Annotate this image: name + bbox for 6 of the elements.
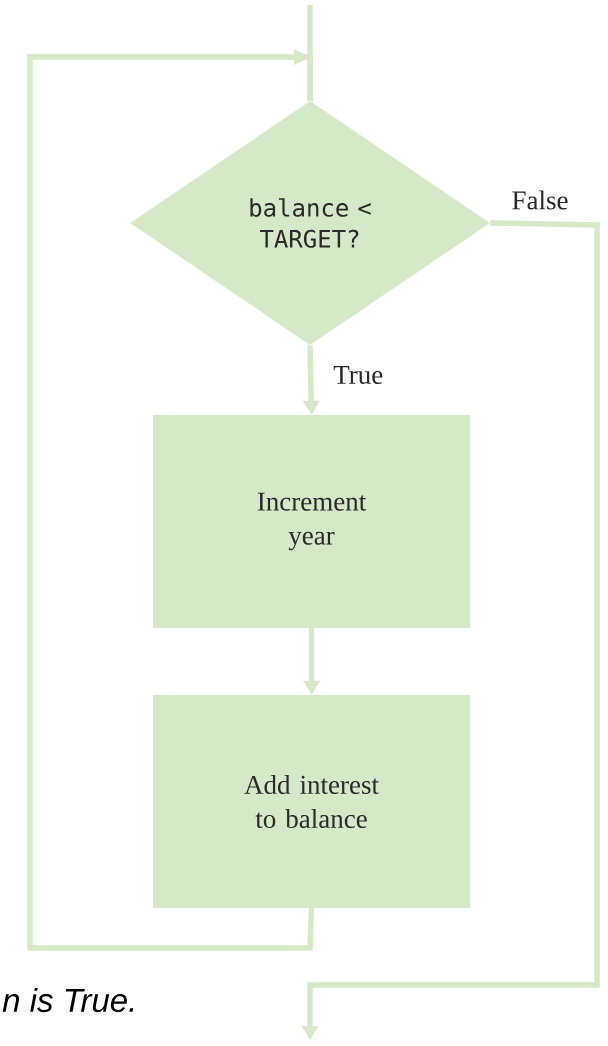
process-box: Increment year	[153, 415, 470, 628]
edge-label: True	[333, 366, 383, 384]
caption-text: n is True.	[2, 987, 134, 1013]
arrow	[27, 49, 315, 951]
process-box: Add interest to balance	[153, 695, 470, 908]
edge-label: False	[512, 190, 568, 210]
